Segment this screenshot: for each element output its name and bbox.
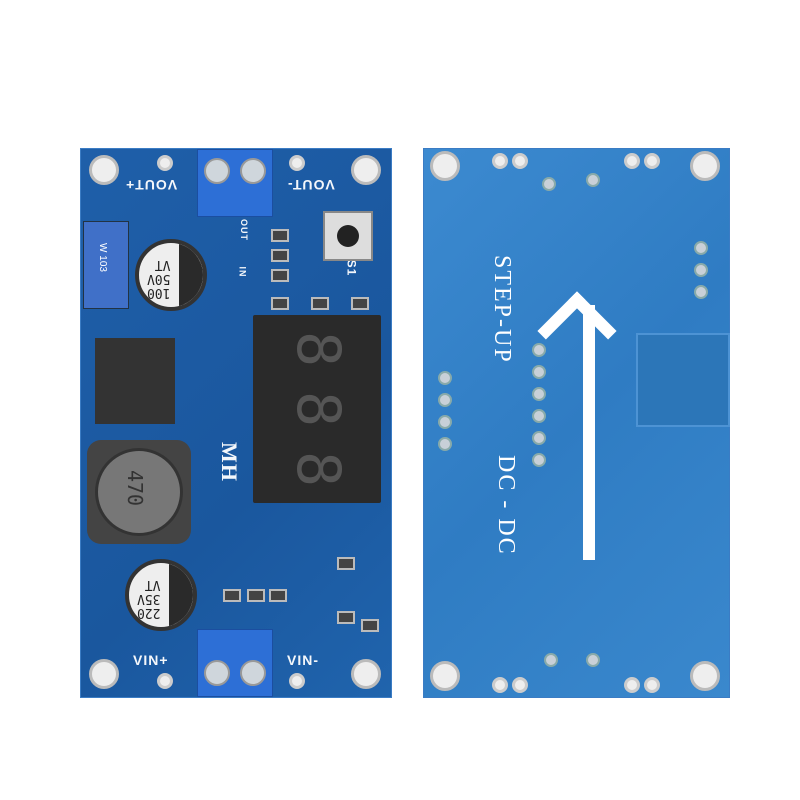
boost-ic (95, 338, 175, 424)
display-digit: 8 (283, 450, 353, 488)
input-terminal-block (197, 629, 273, 697)
mount-hole (690, 661, 720, 691)
push-button-s1 (323, 211, 373, 261)
via (542, 177, 556, 191)
screw-icon (204, 660, 230, 686)
via (438, 393, 452, 407)
inductor: 470 (87, 440, 191, 544)
solder-pad (644, 153, 660, 169)
label-vin-plus: VIN+ (133, 652, 169, 668)
mount-hole (430, 151, 460, 181)
via (438, 415, 452, 429)
mount-hole (89, 659, 119, 689)
solder-pad (289, 673, 305, 689)
smd-component (337, 557, 355, 570)
via (438, 371, 452, 385)
led-display: 8 8 8 (253, 315, 381, 503)
smd-component (271, 297, 289, 310)
potentiometer: W 103 (83, 221, 129, 309)
pot-label: W 103 (96, 243, 108, 272)
screw-icon (204, 158, 230, 184)
label-vin-minus: VIN- (287, 652, 319, 668)
smd-component (223, 589, 241, 602)
via (532, 343, 546, 357)
mount-hole (690, 151, 720, 181)
smd-component (311, 297, 329, 310)
label-s1: S1 (344, 259, 359, 277)
smd-component (361, 619, 379, 632)
mount-hole (351, 155, 381, 185)
smd-component (247, 589, 265, 602)
smd-component (351, 297, 369, 310)
arrow-up-icon (583, 305, 595, 560)
solder-pad (512, 677, 528, 693)
solder-pad (624, 677, 640, 693)
via (532, 453, 546, 467)
via (532, 387, 546, 401)
smd-component (271, 249, 289, 262)
smd-component (337, 611, 355, 624)
via (586, 653, 600, 667)
via (694, 285, 708, 299)
smd-component (271, 269, 289, 282)
label-dc-dc: DC - DC (493, 455, 519, 556)
via (532, 365, 546, 379)
via (694, 263, 708, 277)
mount-hole (89, 155, 119, 185)
label-out: OUT (239, 219, 249, 241)
screw-icon (240, 660, 266, 686)
label-vout-plus: VOUT+ (125, 177, 178, 193)
via (586, 173, 600, 187)
via (544, 653, 558, 667)
solder-pad (157, 155, 173, 171)
smd-component (269, 589, 287, 602)
solder-pad (289, 155, 305, 171)
inductor-label: 470 (123, 469, 148, 507)
solder-pad (644, 677, 660, 693)
via (532, 431, 546, 445)
label-brand: MH (216, 442, 242, 482)
smd-component (271, 229, 289, 242)
thermal-pad (636, 333, 730, 427)
label-step-up: STEP-UP (489, 255, 515, 364)
label-vout-minus: VOUT- (287, 177, 335, 193)
solder-pad (492, 677, 508, 693)
mount-hole (430, 661, 460, 691)
screw-icon (240, 158, 266, 184)
via (532, 409, 546, 423)
output-terminal-block (197, 149, 273, 217)
solder-pad (512, 153, 528, 169)
solder-pad (492, 153, 508, 169)
solder-pad (624, 153, 640, 169)
via (694, 241, 708, 255)
solder-pad (157, 673, 173, 689)
via (438, 437, 452, 451)
mount-hole (351, 659, 381, 689)
label-in: IN (237, 266, 248, 278)
